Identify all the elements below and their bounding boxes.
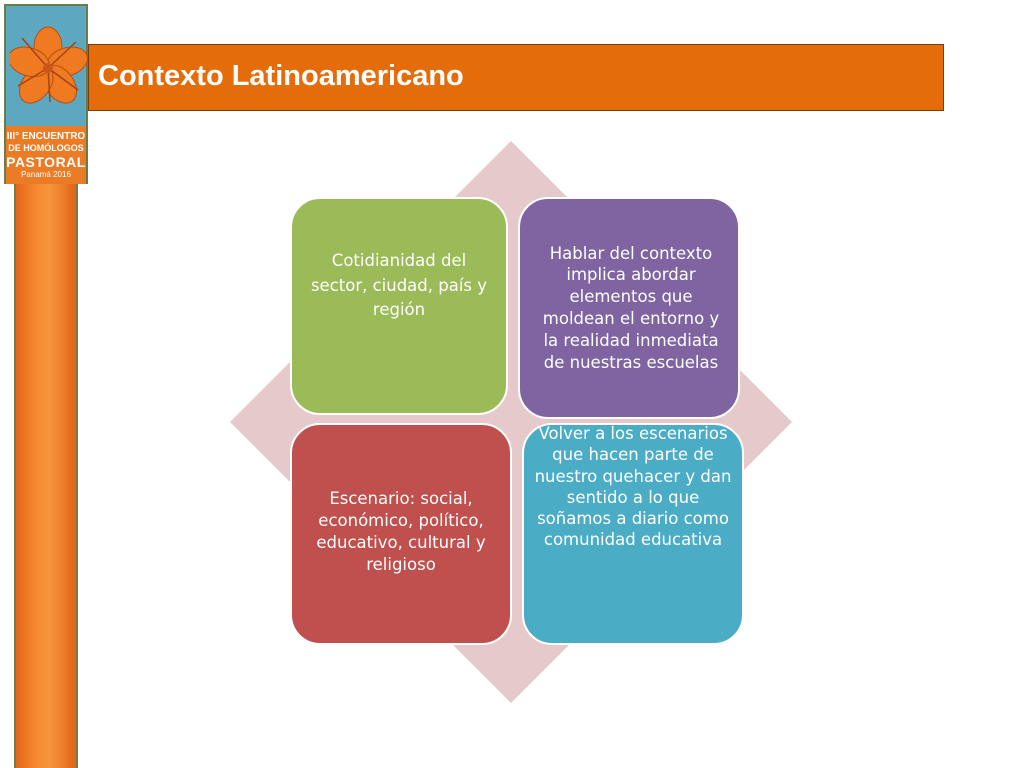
flower-icon — [10, 26, 88, 104]
title-bar: Contexto Latinoamericano — [88, 44, 944, 111]
logo-line-homologos: DE HOMÓLOGOS — [8, 143, 84, 153]
logo-line-pastoral: PASTORAL — [6, 154, 86, 170]
quadrant-bottom-left: Escenario: social, económico, político, … — [290, 423, 512, 645]
logo-line-encuentro: III° ENCUENTRO — [6, 131, 86, 142]
quadrant-bottom-right: Volver a los escenarios que hacen parte … — [522, 423, 744, 645]
quadrant-top-left-text: Cotidianidad del sector, ciudad, país y … — [310, 250, 488, 320]
logo-line-location-year: Panamá 2016 — [21, 170, 71, 179]
slide-title: Contexto Latinoamericano — [98, 60, 464, 92]
quadrant-top-right-text: Hablar del contexto implica abordar elem… — [542, 243, 720, 372]
logo-text-band: III° ENCUENTRO DE HOMÓLOGOS PASTORAL Pan… — [6, 126, 86, 184]
orange-pole-decoration — [14, 182, 78, 768]
quadrant-top-left: Cotidianidad del sector, ciudad, país y … — [290, 197, 508, 415]
quadrant-bottom-right-text: Volver a los escenarios que hacen parte … — [534, 424, 732, 550]
quadrant-top-right: Hablar del contexto implica abordar elem… — [518, 197, 740, 419]
event-logo: III° ENCUENTRO DE HOMÓLOGOS PASTORAL Pan… — [4, 4, 88, 184]
quadrant-bottom-left-text: Escenario: social, económico, político, … — [316, 489, 486, 574]
